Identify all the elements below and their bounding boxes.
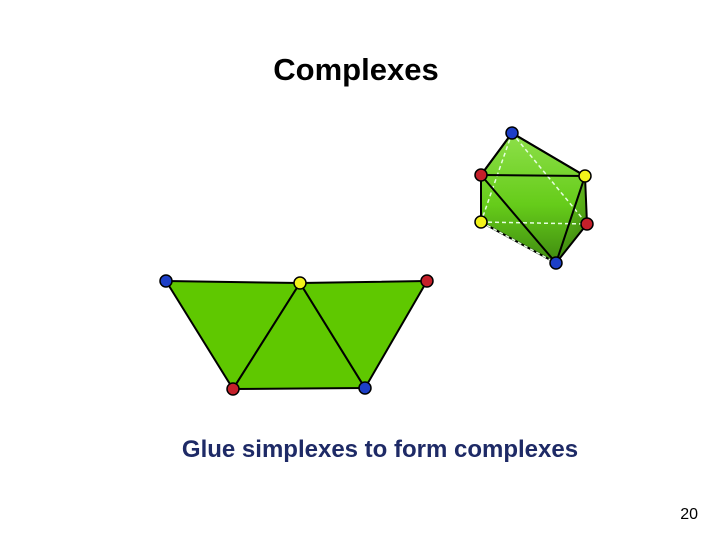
slide-title: Complexes (273, 52, 439, 87)
vertex-blue (159, 274, 173, 288)
octahedron-visible-edges (480, 132, 586, 264)
slide-caption: Glue simplexes to form complexes (181, 436, 579, 463)
slide-number: 20 (680, 506, 698, 523)
flat-complex (165, 280, 428, 390)
octahedron-complex (480, 132, 588, 264)
flat-complex-vertices (159, 274, 434, 396)
vertex-red (420, 274, 434, 288)
octahedron-vertices (474, 126, 594, 270)
vertex-red (226, 382, 240, 396)
vertex-yellow (293, 276, 307, 290)
vertex-red (580, 217, 594, 231)
flat-triangle-right (299, 280, 428, 389)
vertex-blue (358, 381, 372, 395)
vertex-yellow (474, 215, 488, 229)
vertex-yellow (578, 169, 592, 183)
vertex-red (474, 168, 488, 182)
vertex-blue (549, 256, 563, 270)
vertex-blue (505, 126, 519, 140)
